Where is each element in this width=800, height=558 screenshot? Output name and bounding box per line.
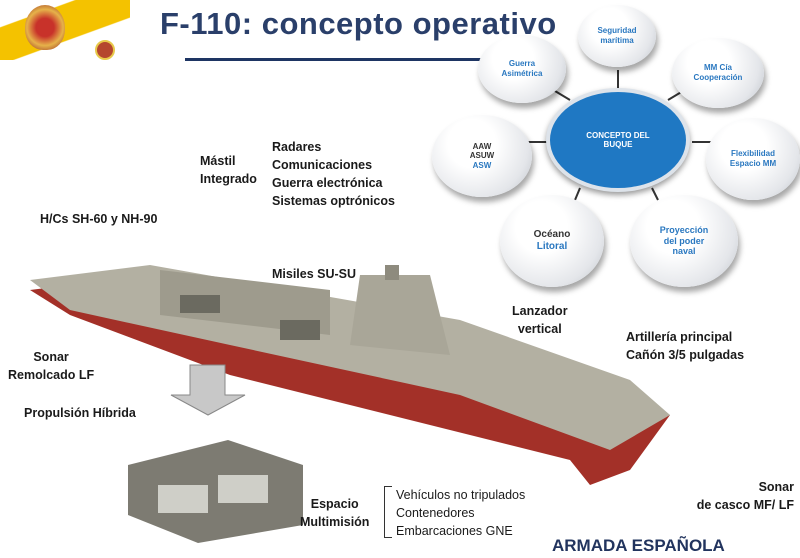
coat-of-arms-icon — [25, 5, 65, 50]
label-helicopters: H/Cs SH-60 y NH-90 — [40, 212, 158, 226]
footer-armada: ARMADA ESPAÑOLA — [552, 536, 725, 555]
label-misiles: Misiles SU-SU — [272, 267, 357, 281]
mission-bay-cutaway — [128, 440, 303, 543]
title-underline — [185, 58, 485, 61]
label-propulsion: Propulsión Híbrida — [24, 406, 136, 420]
bracket — [384, 486, 392, 538]
page-title: F-110: concepto operativo — [160, 6, 557, 41]
navy-emblem-icon — [95, 40, 115, 60]
frigate-illustration — [30, 265, 670, 485]
